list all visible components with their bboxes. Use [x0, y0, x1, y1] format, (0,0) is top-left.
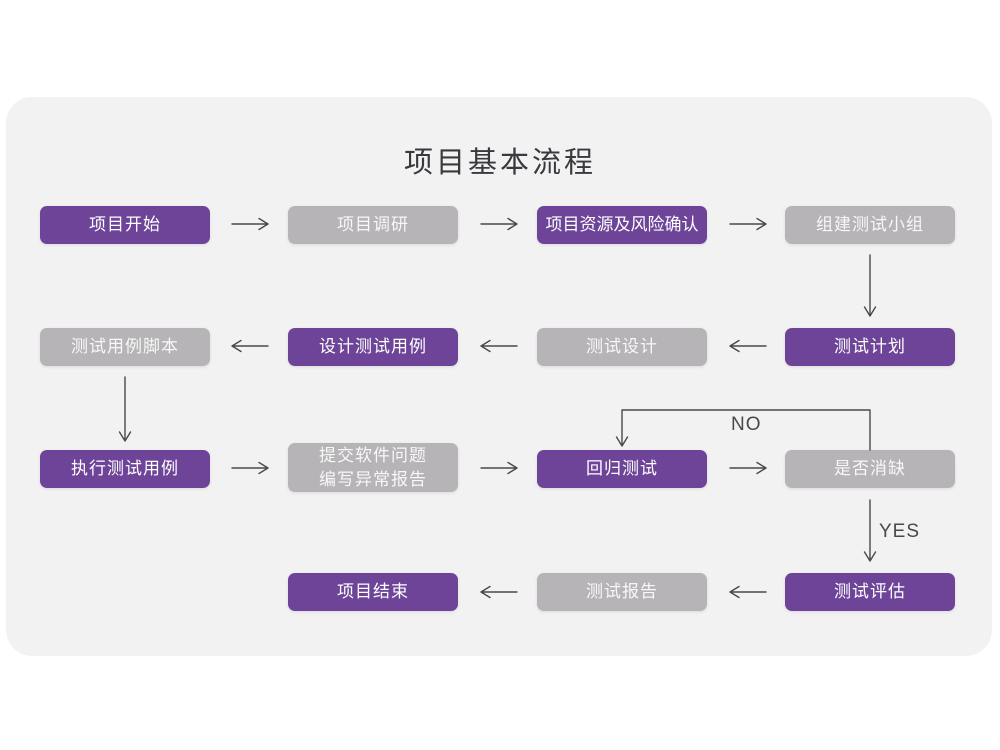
node-execute-test-cases: 执行测试用例: [40, 450, 210, 488]
page-title: 项目基本流程: [403, 147, 596, 179]
node-defect-cleared: 是否消缺: [785, 450, 955, 488]
node-project-research: 项目调研: [288, 206, 458, 244]
node-project-start: 项目开始: [40, 206, 210, 244]
flowchart-canvas: [6, 97, 992, 656]
edge-label-yes: YES: [879, 521, 921, 542]
node-regression-test: 回归测试: [537, 450, 707, 488]
node-test-plan: 测试计划: [785, 328, 955, 366]
node-project-end: 项目结束: [288, 573, 458, 611]
node-design-test-cases: 设计测试用例: [288, 328, 458, 366]
node-test-evaluation: 测试评估: [785, 573, 955, 611]
node-test-report: 测试报告: [537, 573, 707, 611]
node-submit-issues-report: 提交软件问题 编写异常报告: [288, 443, 458, 492]
edge-label-no: NO: [731, 414, 762, 435]
node-test-design: 测试设计: [537, 328, 707, 366]
node-build-test-team: 组建测试小组: [785, 206, 955, 244]
node-resources-risk-confirm: 项目资源及风险确认: [537, 206, 707, 244]
node-test-case-script: 测试用例脚本: [40, 328, 210, 366]
